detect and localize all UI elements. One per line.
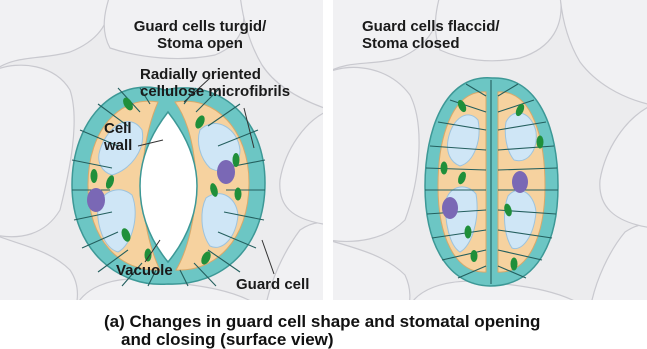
closed-title-line1: Guard cells flaccid/ bbox=[362, 18, 500, 35]
cell-wall-label: Cell wall bbox=[104, 120, 132, 154]
open-title-line1: Guard cells turgid/ bbox=[110, 18, 290, 35]
caption-line1: (a) Changes in guard cell shape and stom… bbox=[104, 313, 540, 331]
closed-title-line2: Stoma closed bbox=[362, 35, 500, 52]
nucleus-icon bbox=[442, 197, 458, 219]
nucleus-icon bbox=[87, 188, 105, 212]
guard-cells-open bbox=[72, 87, 265, 286]
caption-line2: and closing (surface view) bbox=[104, 331, 540, 349]
open-panel-title: Guard cells turgid/ Stoma open bbox=[110, 18, 290, 52]
nucleus-icon bbox=[512, 171, 528, 193]
nucleus-icon bbox=[217, 160, 235, 184]
microfibrils-label: Radially oriented cellulose microfibrils bbox=[140, 66, 290, 100]
guard-cell-label: Guard cell bbox=[236, 276, 309, 293]
figure-caption: (a) Changes in guard cell shape and stom… bbox=[104, 313, 540, 349]
guard-cells-closed bbox=[425, 78, 558, 286]
microfibrils-line2: cellulose microfibrils bbox=[140, 83, 290, 100]
cell-wall-line1: Cell bbox=[104, 120, 132, 137]
open-title-line2: Stoma open bbox=[110, 35, 290, 52]
microfibrils-line1: Radially oriented bbox=[140, 66, 290, 83]
closed-panel-title: Guard cells flaccid/ Stoma closed bbox=[362, 18, 500, 52]
cell-wall-line2: wall bbox=[104, 137, 132, 154]
vacuole-label: Vacuole bbox=[116, 262, 173, 279]
